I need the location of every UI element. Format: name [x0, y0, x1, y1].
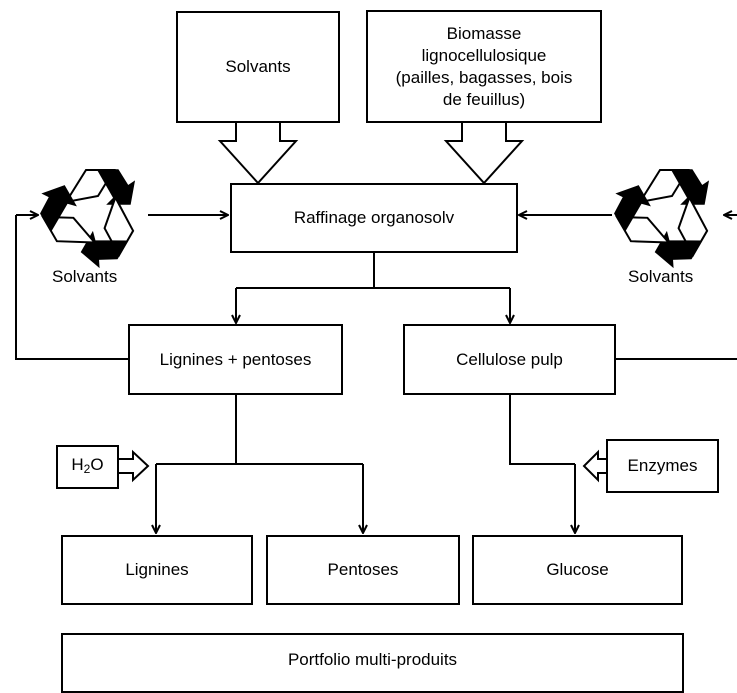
portfolio-label: Portfolio multi-produits — [287, 650, 458, 669]
lignins-box: Lignines — [61, 535, 253, 605]
portfolio-box: Portfolio multi-produits — [61, 633, 684, 693]
biomass-line-4: de feuillus) — [442, 89, 526, 109]
recycle-loop-left-line — [15, 215, 128, 360]
solvents-block-arrow — [217, 121, 299, 185]
biomass-line-3: (pailles, bagasses, bois — [395, 67, 573, 87]
refining-box: Raffinage organosolv — [230, 183, 518, 253]
biomass-line-1: Biomasse — [446, 23, 522, 43]
recycle-icon — [614, 169, 710, 269]
lignins-split-line — [156, 395, 363, 465]
biomass-line-2: lignocellulosique — [421, 45, 547, 65]
solvents-input-box: Solvants — [176, 11, 340, 123]
h2o-box: H2O — [56, 445, 119, 489]
lignins-pentoses-label: Lignines + pentoses — [159, 349, 312, 369]
solvents-input-label: Solvants — [225, 57, 291, 76]
cellulose-to-glucose-line — [509, 395, 575, 465]
enzymes-box: Enzymes — [606, 439, 719, 493]
pentoses-label: Pentoses — [327, 560, 399, 579]
refining-split-line — [236, 252, 510, 289]
lignins-label: Lignines — [125, 560, 189, 579]
pentoses-box: Pentoses — [266, 535, 460, 605]
cellulose-pulp-label: Cellulose pulp — [456, 349, 563, 369]
glucose-box: Glucose — [472, 535, 683, 605]
refining-label: Raffinage organosolv — [293, 208, 455, 227]
lignins-pentoses-box: Lignines + pentoses — [128, 324, 343, 395]
flow-connectors — [15, 121, 737, 677]
enzymes-hollow-arrow — [582, 449, 608, 483]
recycle-icon — [40, 169, 136, 269]
biomass-box: Biomasse lignocellulosique (pailles, bag… — [366, 10, 602, 123]
h2o-label: H2O — [71, 455, 104, 476]
cellulose-pulp-box: Cellulose pulp — [403, 324, 616, 395]
h2o-hollow-arrow — [117, 449, 150, 483]
glucose-label: Glucose — [546, 560, 609, 579]
enzymes-label: Enzymes — [627, 456, 698, 475]
recycle-right-label: Solvants — [628, 267, 694, 286]
recycle-left-label: Solvants — [52, 267, 118, 286]
biomass-block-arrow — [443, 121, 525, 185]
